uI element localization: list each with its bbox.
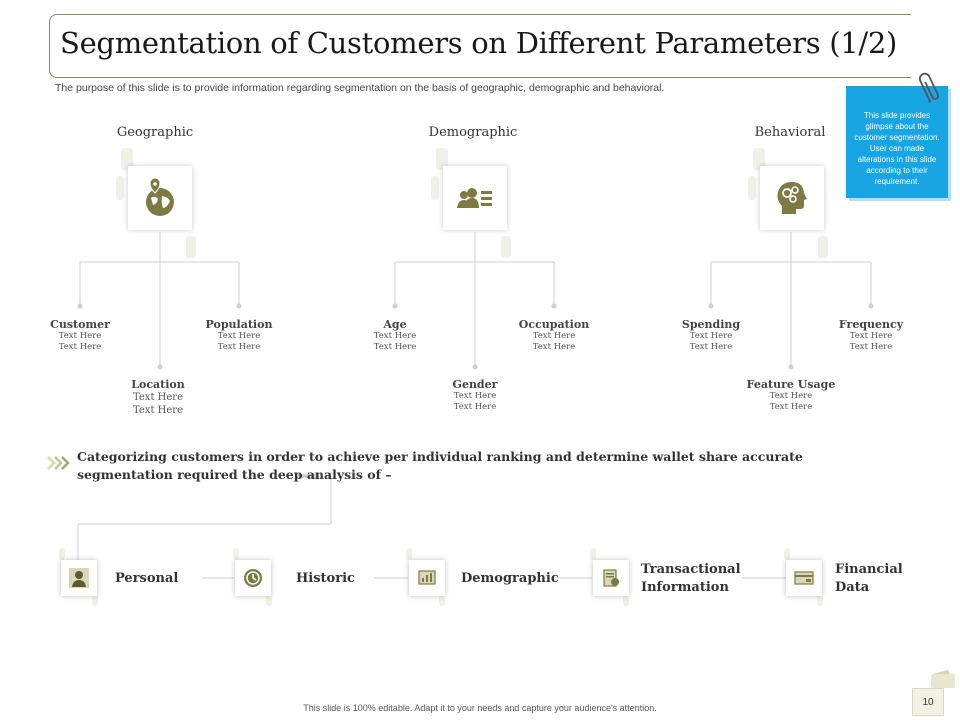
leaf-text: Text Here: [133, 405, 183, 416]
chart-board-icon: [418, 570, 436, 585]
leaf-text: Text Here: [133, 392, 183, 403]
geographic-icon-box: [128, 166, 192, 230]
wallet-icon: [931, 670, 955, 688]
leaf-title: Customer: [50, 318, 110, 331]
leaf-title: Frequency: [838, 318, 904, 331]
leaf-title: Occupation: [518, 318, 590, 331]
icon-decoration: [266, 594, 272, 606]
leaf-text: Text Here: [373, 331, 417, 341]
leaf-title: Feature Usage: [746, 378, 836, 391]
head-gears-icon: [777, 182, 807, 214]
category-title-geographic: Geographic: [116, 125, 194, 140]
transactional-icon-box: [593, 560, 629, 596]
leaf-title: Population: [205, 318, 273, 331]
leaf-text: Text Here: [58, 331, 102, 341]
category-title-demographic: Demographic: [428, 125, 518, 140]
leaf-location: Location Text Here Text Here: [98, 378, 218, 417]
personal-icon-box: [61, 560, 97, 596]
icon-decoration: [431, 176, 439, 200]
footer-text: This slide is 100% editable. Adapt it to…: [303, 703, 657, 713]
person-icon: [69, 568, 89, 588]
title-frame: [49, 14, 911, 78]
leaf-title: Age: [383, 318, 407, 331]
bottom-label-line: Data: [835, 580, 870, 595]
icon-decoration: [817, 594, 823, 606]
icon-decoration: [406, 548, 412, 560]
icon-decoration: [92, 594, 98, 606]
leaf-gender: Gender Text Here Text Here: [415, 378, 535, 413]
icon-decoration: [753, 148, 765, 170]
icon-decoration: [623, 594, 629, 606]
icon-decoration: [121, 148, 133, 170]
leaf-text: Text Here: [373, 342, 417, 352]
icon-decoration: [748, 176, 756, 200]
icon-decoration: [590, 548, 596, 560]
icon-decoration: [818, 236, 828, 258]
leaf-text: Text Here: [217, 331, 261, 341]
leaf-customer: Customer Text Here Text Here: [20, 318, 140, 353]
icon-decoration: [784, 548, 790, 560]
slide-title: Segmentation of Customers on Different P…: [60, 26, 898, 60]
icon-decoration: [439, 594, 445, 606]
demographic-icon-box: [443, 166, 507, 230]
bottom-label-personal: Personal: [115, 570, 178, 588]
behavioral-icon-box: [760, 166, 824, 230]
page-number: 10: [912, 688, 944, 716]
leaf-frequency: Frequency Text Here Text Here: [811, 318, 931, 353]
bottom-label-line: Information: [641, 580, 729, 595]
leaf-occupation: Occupation Text Here Text Here: [494, 318, 614, 353]
financial-icon-box: [786, 560, 822, 596]
leaf-title: Gender: [452, 378, 498, 391]
leaf-text: Text Here: [217, 342, 261, 352]
globe-location-icon: [146, 178, 174, 216]
leaf-feature-usage: Feature Usage Text Here Text Here: [731, 378, 851, 413]
sticky-note: This slide provides glimpse about the cu…: [846, 86, 948, 198]
demographic-icon-box-small: [409, 560, 445, 596]
bottom-label-historic: Historic: [296, 570, 355, 588]
leaf-text: Text Here: [769, 391, 813, 401]
leaf-text: Text Here: [532, 342, 576, 352]
icon-decoration: [501, 236, 511, 258]
leaf-text: Text Here: [58, 342, 102, 352]
icon-decoration: [186, 236, 196, 258]
icon-decoration: [59, 548, 65, 560]
leaf-text: Text Here: [849, 331, 893, 341]
bottom-label-financial: Financial Data: [835, 561, 903, 597]
clock-icon: [244, 569, 262, 587]
bottom-label-line: Transactional: [641, 562, 741, 577]
paperclip-icon: [918, 72, 939, 103]
analysis-statement: Categorizing customers in order to achie…: [77, 449, 803, 482]
icon-decoration: [233, 548, 239, 560]
bottom-label-line: Personal: [115, 571, 179, 586]
leaf-population: Population Text Here Text Here: [179, 318, 299, 353]
leaf-title: Spending: [681, 318, 741, 331]
leaf-text: Text Here: [453, 402, 497, 412]
leaf-text: Text Here: [769, 402, 813, 412]
icon-decoration: [436, 148, 448, 170]
historic-icon-box: [235, 560, 271, 596]
bottom-label-line: Financial: [835, 562, 903, 577]
leaf-title: Location: [131, 378, 185, 391]
leaf-spending: Spending Text Here Text Here: [651, 318, 771, 353]
leaf-text: Text Here: [849, 342, 893, 352]
bottom-label-line: Historic: [296, 571, 355, 586]
category-title-behavioral: Behavioral: [754, 125, 826, 140]
document-money-icon: [603, 569, 619, 587]
leaf-age: Age Text Here Text Here: [335, 318, 455, 353]
bottom-label-demographic: Demographic: [461, 570, 559, 588]
bottom-label-transactional: Transactional Information: [641, 561, 741, 597]
leaf-text: Text Here: [532, 331, 576, 341]
people-list-icon: [457, 188, 492, 208]
leaf-text: Text Here: [689, 342, 733, 352]
icon-decoration: [116, 176, 124, 200]
bottom-label-line: Demographic: [461, 571, 559, 586]
leaf-text: Text Here: [453, 391, 497, 401]
leaf-text: Text Here: [689, 331, 733, 341]
money-card-icon: [794, 571, 814, 585]
sticky-note-text: This slide provides glimpse about the cu…: [854, 111, 940, 186]
slide-subtitle: The purpose of this slide is to provide …: [55, 82, 665, 94]
chevrons-icon: [47, 456, 70, 470]
